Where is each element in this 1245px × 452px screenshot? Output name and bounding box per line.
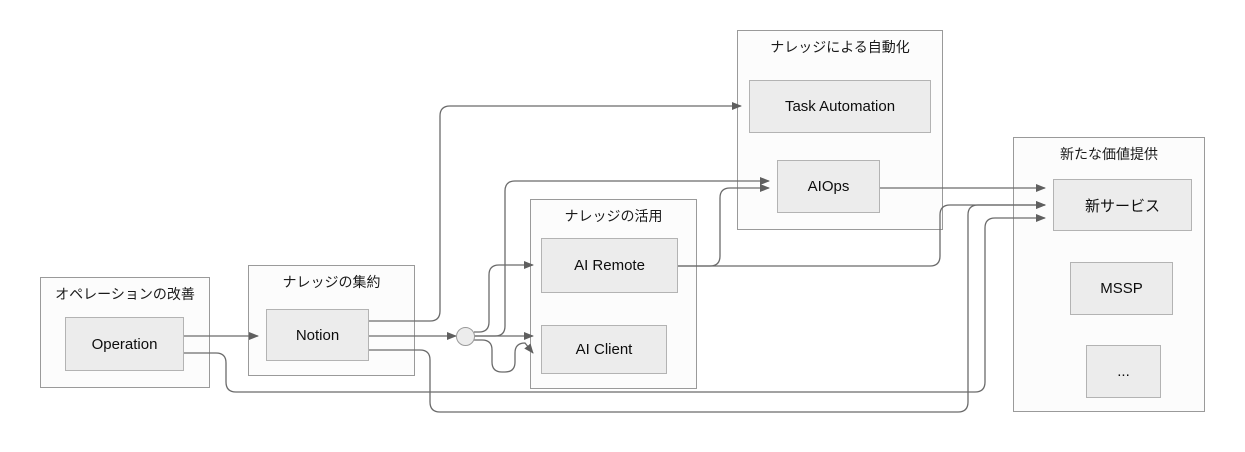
group-label-knowledge-utilization: ナレッジの活用 — [564, 208, 663, 224]
node-label-ai-remote: AI Remote — [574, 257, 645, 274]
edge-junction-loop-to-ai-client — [474, 339, 534, 373]
edge-notion-to-bottom-bus — [369, 201, 1046, 413]
node-ai-remote[interactable]: AI Remote — [541, 238, 678, 293]
edge-junction-to-ai-remote — [474, 261, 534, 333]
edge-notion-to-task-automation — [369, 102, 742, 322]
node-label-new-service: 新サービス — [1084, 197, 1160, 215]
node-label-aiops: AIOps — [807, 178, 850, 195]
group-label-knowledge-automation: ナレッジによる自動化 — [770, 39, 910, 55]
node-operation[interactable]: Operation — [65, 317, 184, 371]
node-label-task-automation: Task Automation — [784, 98, 896, 115]
node-label-etc: ... — [1117, 363, 1130, 380]
group-label-knowledge-aggregation: ナレッジの集約 — [282, 274, 381, 290]
node-new-service[interactable]: 新サービス — [1053, 179, 1192, 231]
node-aiops[interactable]: AIOps — [777, 160, 880, 213]
edge-ai-remote-to-new-service — [678, 201, 1046, 267]
node-ai-client[interactable]: AI Client — [541, 325, 667, 374]
node-label-operation: Operation — [91, 335, 158, 353]
node-label-mssp: MSSP — [1100, 280, 1143, 297]
fan-out-junction[interactable] — [456, 327, 475, 346]
node-label-notion: Notion — [295, 326, 340, 344]
node-task-automation[interactable]: Task Automation — [749, 80, 931, 133]
group-label-operation-improvement: オペレーションの改善 — [55, 286, 195, 302]
node-mssp[interactable]: MSSP — [1070, 262, 1173, 315]
group-label-new-value-delivery: 新たな価値提供 — [1060, 146, 1158, 162]
edge-operation-to-bottom-bus — [184, 214, 1046, 393]
node-notion[interactable]: Notion — [266, 309, 369, 361]
node-label-ai-client: AI Client — [575, 341, 633, 358]
node-etc[interactable]: ... — [1086, 345, 1161, 398]
edge-ai-remote-to-aiops — [678, 184, 770, 267]
